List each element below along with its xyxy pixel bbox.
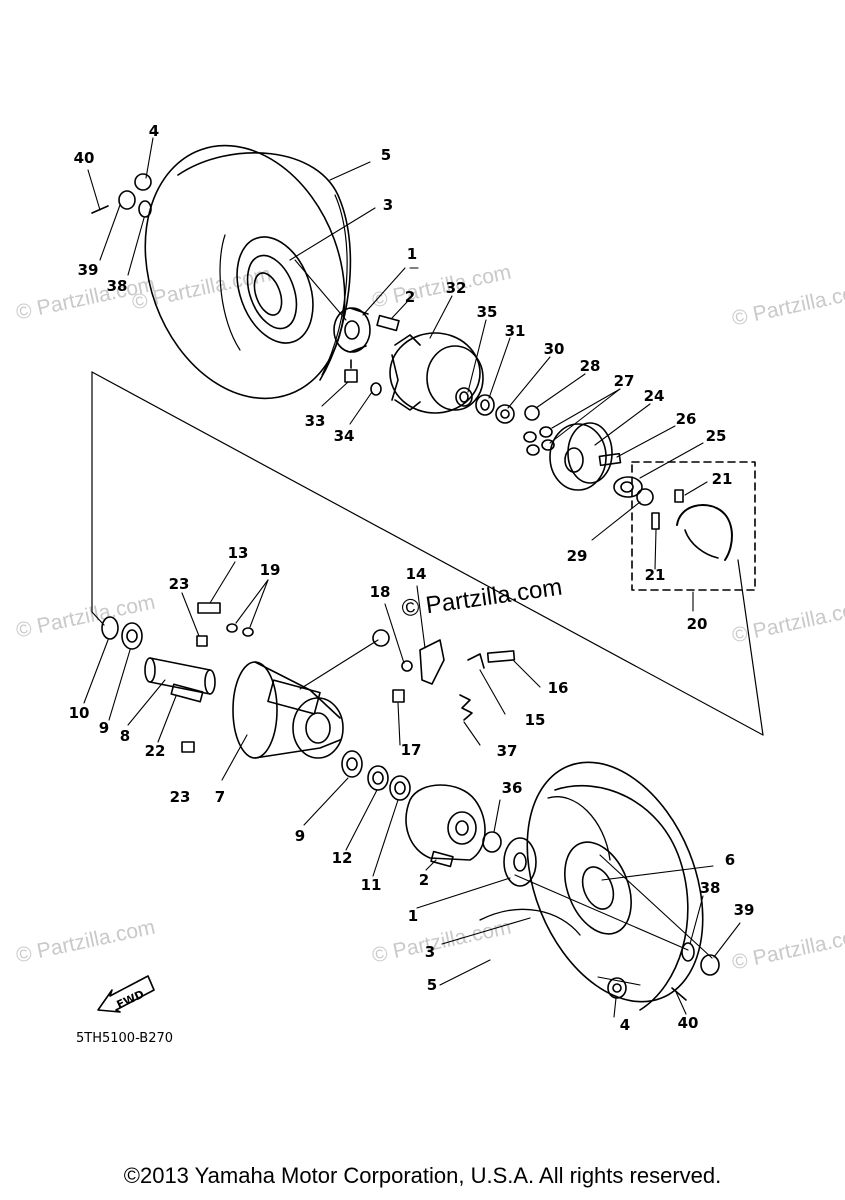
- camshaft-26: [598, 452, 622, 467]
- callout-label: 40: [677, 1014, 699, 1032]
- leader-frame-lines: [91, 371, 764, 736]
- callout-label: 31: [504, 322, 526, 340]
- callout-label: 21: [644, 566, 666, 584]
- callout-label: 4: [619, 1016, 631, 1034]
- callout-label: 5: [380, 146, 392, 164]
- bearing-31: [475, 394, 495, 416]
- callout-label: 10: [68, 704, 90, 722]
- diagram-part-number: 5TH5100-B270: [76, 1031, 174, 1046]
- callout-label: 19: [259, 561, 281, 579]
- callout-label: 20: [686, 615, 708, 633]
- callout-label: 18: [369, 583, 391, 601]
- callout-label: 1: [407, 907, 419, 925]
- brake-panel-24: [549, 422, 613, 491]
- callout-label: 8: [119, 727, 131, 745]
- copyright-notice: ©2013 Yamaha Motor Corporation, U.S.A. A…: [123, 1163, 722, 1188]
- callout-label: 9: [98, 719, 110, 737]
- brake-drum: [389, 332, 484, 414]
- upper-wheel-hub: [333, 307, 400, 353]
- callout-label: 25: [705, 427, 727, 445]
- callout-label: 9: [294, 827, 306, 845]
- brake-shoe-group: [631, 461, 756, 591]
- callout-label: 22: [144, 742, 166, 760]
- callout-label: 30: [543, 340, 565, 358]
- callout-label: 38: [106, 277, 128, 295]
- callout-label: 40: [73, 149, 95, 167]
- seal-35: [455, 387, 473, 407]
- callout-label: 11: [360, 876, 382, 894]
- callout-label: 17: [400, 741, 422, 759]
- lower-nut-4: [607, 977, 627, 999]
- fwd-arrow-icon: [97, 975, 155, 1013]
- leader-lines: [83, 137, 741, 1018]
- callout-label: 23: [168, 575, 190, 593]
- callout-label: 29: [566, 547, 588, 565]
- upper-washer-38: [138, 200, 152, 218]
- callout-label: 36: [501, 779, 523, 797]
- callout-label: 12: [331, 849, 353, 867]
- callout-label: 3: [424, 943, 436, 961]
- clip-34: [370, 382, 382, 396]
- bolt-33: [344, 359, 358, 383]
- lower-nut-39: [700, 954, 720, 976]
- callout-label: 35: [476, 303, 498, 321]
- callout-label: 39: [733, 901, 755, 919]
- callout-label: 38: [699, 879, 721, 897]
- lower-washer-38: [681, 942, 695, 962]
- callout-label: 5: [426, 976, 438, 994]
- callout-label: 7: [214, 788, 226, 806]
- callout-label: 27: [613, 372, 635, 390]
- upper-nut-39: [118, 190, 136, 210]
- lower-wheel-hub: [430, 837, 537, 887]
- callout-label: 28: [579, 357, 601, 375]
- nut-28: [524, 405, 540, 421]
- callout-label: 23: [169, 788, 191, 806]
- axle-assembly: [101, 602, 344, 759]
- callout-label: 34: [333, 427, 355, 445]
- callout-label: 39: [77, 261, 99, 279]
- brake-arm-assembly: [372, 629, 516, 721]
- callout-label: 32: [445, 279, 467, 297]
- upper-nut-4: [134, 173, 152, 191]
- callout-label: 37: [496, 742, 518, 760]
- callout-label: 33: [304, 412, 326, 430]
- callout-label: 26: [675, 410, 697, 428]
- lower-pin-40: [671, 987, 687, 1001]
- callout-label: 4: [148, 122, 160, 140]
- callout-label: 24: [643, 387, 665, 405]
- callout-label: 6: [724, 851, 736, 869]
- callout-label: 2: [404, 288, 416, 306]
- bearing-lower-9: [341, 750, 363, 778]
- seal-11: [389, 775, 411, 801]
- callout-label: 14: [405, 565, 427, 583]
- seal-29: [636, 488, 654, 506]
- final-gear-case: [405, 784, 502, 861]
- callout-label: 3: [382, 196, 394, 214]
- cam-lever-25: [613, 476, 643, 498]
- callout-label: 1: [406, 245, 418, 263]
- callout-label: 13: [227, 544, 249, 562]
- seal-12: [367, 765, 389, 791]
- callout-label: 16: [547, 679, 569, 697]
- upper-tire: [144, 144, 352, 400]
- callout-label: 15: [524, 711, 546, 729]
- nut-30: [495, 404, 515, 424]
- washers-27: [523, 426, 555, 456]
- callout-label: 21: [711, 470, 733, 488]
- callout-label: 2: [418, 871, 430, 889]
